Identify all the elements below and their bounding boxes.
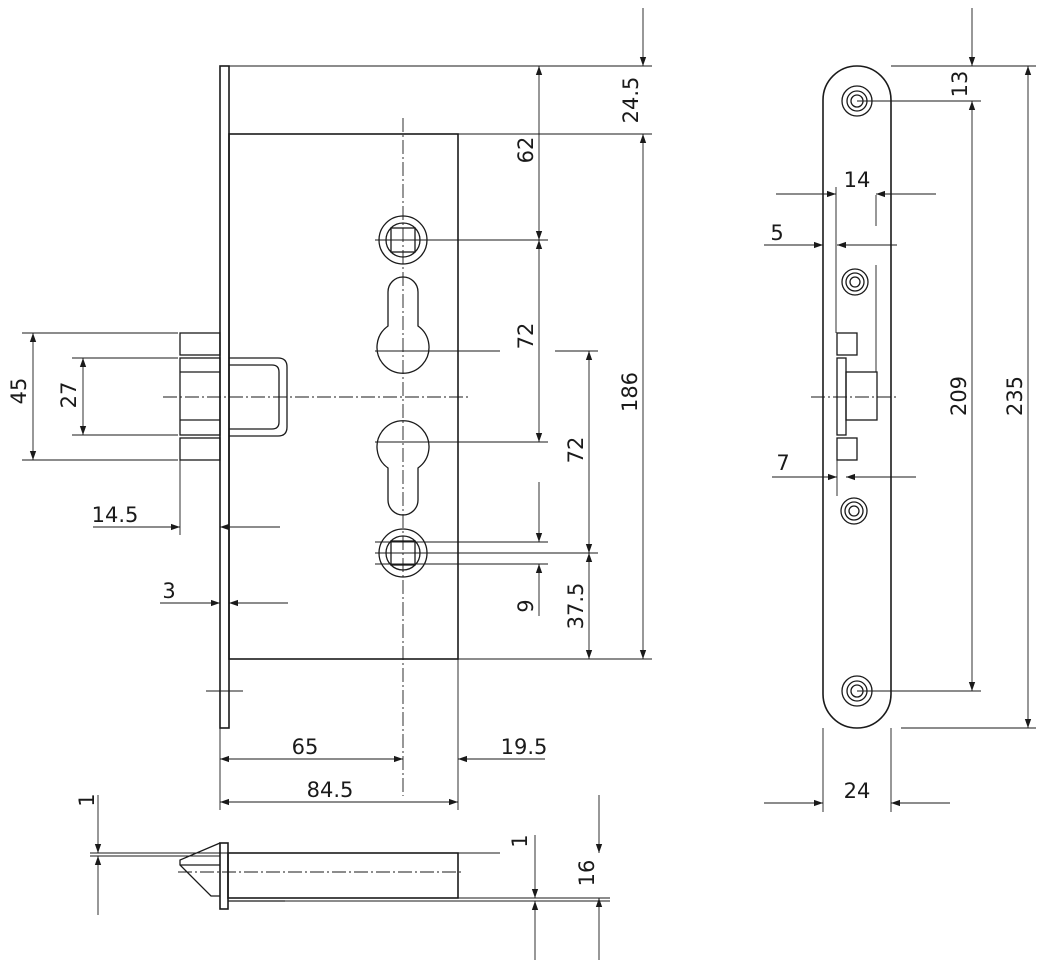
dim-label-case-thickness: 16 [575,860,599,887]
front-view: 24.5 62 72 72 186 45 27 14.5 3 9 37.5 65… [7,8,652,810]
top-latch-bevel [179,842,221,897]
side-latch-plate [836,357,847,436]
latch-bolt [179,357,221,436]
dim-label-faceplate-edge: 5 [770,221,783,245]
dim-label-case-height: 186 [618,372,642,412]
dim-label-pin-size: 9 [514,599,538,612]
dim-label-latch-height-inner: 27 [57,382,81,409]
dim-label-case-remainder: 19.5 [501,735,548,759]
dim-label-faceplate-thickness: 3 [162,579,175,603]
dim-label-latch-width: 14 [844,168,871,192]
screw-hole-lower [840,497,868,525]
side-latch-lower [836,437,858,461]
dim-label-plate-thickness: 1 [75,793,99,806]
dim-label-top-hole-offset: 13 [948,71,972,98]
top-view: 1 1 16 [75,793,610,960]
latch-upper-block [179,332,221,356]
dim-label-faceplate-length: 235 [1003,376,1027,416]
dim-label-backset-to-pin: 62 [514,137,538,164]
dim-label-faceplate-width: 24 [844,779,871,803]
dim-label-latch-projection: 14.5 [92,503,139,527]
side-latch-upper [836,332,858,356]
dim-label-faceplate-top-offset: 24.5 [619,77,643,124]
side-view: 13 14 5 7 209 235 24 [764,8,1036,812]
dim-label-case-gap: 1 [508,834,532,847]
dim-label-handle-to-cylinder: 72 [564,437,588,464]
top-case [227,852,459,899]
lock-case [228,133,459,660]
dim-label-pin-to-handle: 72 [514,323,538,350]
keyhole-lower [376,420,430,516]
dim-label-latch-height-outer: 45 [7,378,31,405]
dim-label-pin-to-case-bottom: 37.5 [564,583,588,630]
side-latch-bolt [845,371,878,421]
dim-label-backset: 65 [292,735,319,759]
dim-label-case-depth: 84.5 [307,778,354,802]
latch-lower-block [179,437,221,461]
dim-label-bolt-offset: 7 [776,451,789,475]
dim-label-hole-spacing: 209 [947,376,971,416]
screw-hole-upper [841,268,869,296]
